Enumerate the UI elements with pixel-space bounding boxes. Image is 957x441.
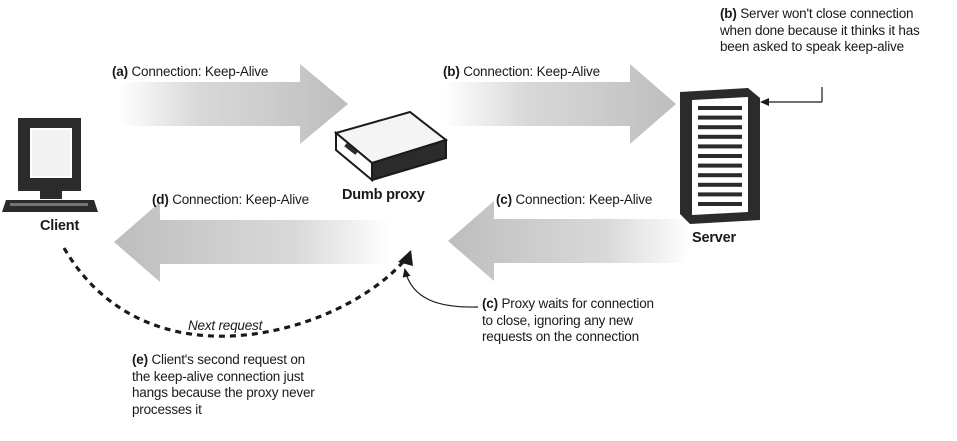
message-d-label: (d) Connection: Keep-Alive: [152, 192, 309, 207]
message-b-label: (b) Connection: Keep-Alive: [443, 64, 600, 79]
server-slot: [698, 192, 742, 197]
next-request-arrowhead: [398, 250, 413, 266]
server-slot: [698, 154, 742, 158]
server-slot: [698, 144, 742, 149]
server-label: Server: [692, 230, 736, 246]
flow-arrow-a: [118, 64, 348, 144]
server-slots: [698, 106, 742, 206]
message-c-label: (c) Connection: Keep-Alive: [496, 192, 653, 207]
next-request-arc: [62, 247, 410, 338]
server-slot: [698, 163, 742, 168]
next-request-label: Next request: [188, 318, 263, 333]
note-c-proxy: (c) Proxy waits for connection to close,…: [482, 296, 654, 344]
flow-arrow-b: [444, 64, 676, 144]
server-slot: [698, 202, 742, 206]
server-slot: [698, 115, 742, 120]
client-label: Client: [40, 218, 80, 234]
flow-arrow-d: [114, 202, 390, 282]
server-slot: [698, 125, 742, 130]
callout-c-curve: [402, 268, 479, 308]
server-slot: [698, 106, 742, 110]
server-slot: [698, 134, 742, 139]
note-e-client: (e) Client's second request on the keep-…: [132, 352, 315, 417]
flow-arrow-c: [448, 201, 690, 281]
note-b-server: (b) Server won't close connection when d…: [720, 6, 920, 54]
proxy-label: Dumb proxy: [342, 187, 425, 203]
server-slot: [698, 173, 742, 178]
client-computer-icon: [2, 118, 98, 212]
message-a-label: (a) Connection: Keep-Alive: [112, 64, 269, 79]
server-slot: [698, 182, 742, 187]
proxy-box-icon: [333, 110, 449, 183]
